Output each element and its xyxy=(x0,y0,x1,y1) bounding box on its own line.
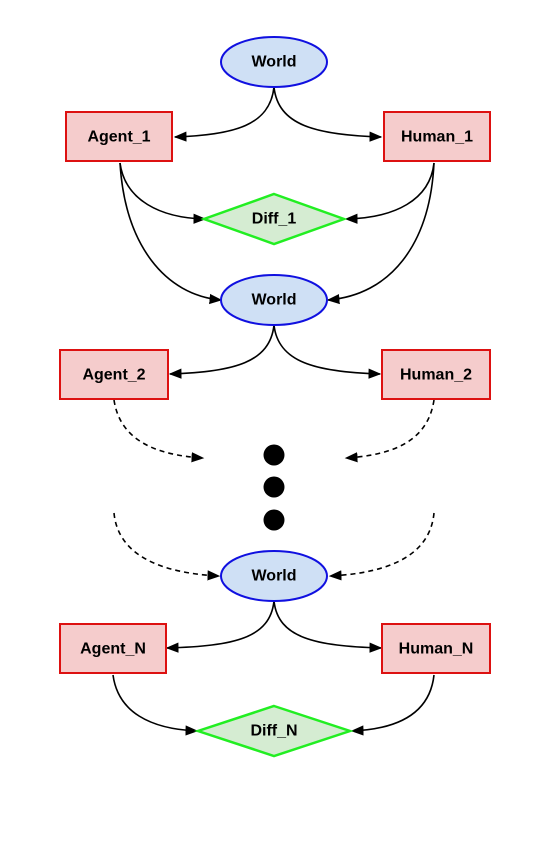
node-agent-n-label: Agent_N xyxy=(80,641,146,658)
node-world-n: World xyxy=(220,550,328,602)
edge-world1-human1 xyxy=(273,86,383,142)
ellipsis-dot xyxy=(263,444,285,466)
node-diff-1: Diff_1 xyxy=(200,192,348,246)
ellipsis-dots xyxy=(263,444,285,531)
edge-agentn-diffn xyxy=(112,674,199,736)
node-human-1-label: Human_1 xyxy=(401,129,473,146)
node-human-n: Human_N xyxy=(381,623,491,674)
edge-world2-agent2 xyxy=(168,324,275,379)
edge-continue-worldn-right xyxy=(328,512,435,581)
node-world-1: World xyxy=(220,36,328,88)
node-agent-n: Agent_N xyxy=(59,623,167,674)
node-agent-2-label: Agent_2 xyxy=(82,367,145,384)
node-world-1-label: World xyxy=(251,54,296,71)
node-diff-n: Diff_N xyxy=(193,704,355,758)
node-agent-2: Agent_2 xyxy=(59,349,169,400)
ellipsis-dot xyxy=(263,509,285,531)
node-diff-n-label: Diff_N xyxy=(250,723,297,740)
ellipsis-dot xyxy=(263,476,285,498)
edges xyxy=(112,86,435,736)
edge-world1-agent1 xyxy=(173,86,275,142)
edge-worldn-humann xyxy=(273,600,383,653)
edge-human1-world2 xyxy=(326,162,435,305)
node-human-1: Human_1 xyxy=(383,111,491,162)
node-world-n-label: World xyxy=(251,568,296,585)
edge-human1-diff1 xyxy=(344,162,435,224)
edge-agent1-world2 xyxy=(119,162,223,305)
edge-agent2-continue xyxy=(113,399,205,463)
node-human-2-label: Human_2 xyxy=(400,367,472,384)
node-world-2-label: World xyxy=(251,292,296,309)
edge-worldn-agentn xyxy=(165,600,275,653)
edge-world2-human2 xyxy=(273,324,382,379)
edge-humann-diffn xyxy=(350,674,435,736)
edge-human2-continue xyxy=(344,399,435,463)
edge-continue-worldn-left xyxy=(113,512,221,581)
node-diff-1-label: Diff_1 xyxy=(252,211,297,228)
node-human-n-label: Human_N xyxy=(399,641,474,658)
node-agent-1: Agent_1 xyxy=(65,111,173,162)
edge-agent1-diff1 xyxy=(119,162,207,224)
node-world-2: World xyxy=(220,274,328,326)
node-human-2: Human_2 xyxy=(381,349,491,400)
node-agent-1-label: Agent_1 xyxy=(87,129,150,146)
